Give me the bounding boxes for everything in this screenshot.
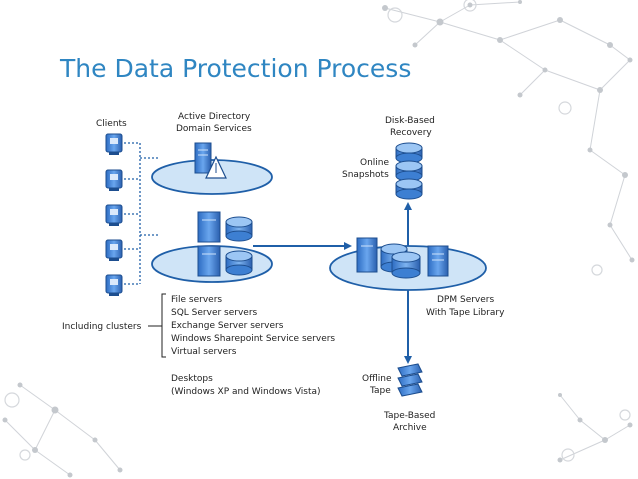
server-list-item: Windows Sharepoint Service servers — [171, 334, 335, 344]
tape-library-icon — [427, 245, 449, 277]
desktops-label-line2: (Windows XP and Windows Vista) — [171, 387, 321, 397]
client-connections — [124, 142, 160, 285]
tape-archive-label-line2: Archive — [393, 423, 427, 433]
dpm-servers-label-line2: With Tape Library — [426, 308, 505, 318]
offline-tape-label: Offline — [362, 374, 392, 384]
client-computer-icon — [105, 169, 123, 191]
client-computer-icon — [105, 204, 123, 226]
online-snapshots-label: Online — [360, 158, 389, 168]
client-computer-icon — [105, 133, 123, 155]
server-list-item: Virtual servers — [171, 347, 237, 357]
disk-recovery-icon — [395, 142, 423, 200]
disk-based-label-line2: Recovery — [390, 128, 432, 138]
disk-based-label: Disk-Based — [385, 116, 435, 126]
tape-archive-label: Tape-Based — [383, 411, 435, 421]
production-server-icon — [197, 211, 221, 277]
offline-tape-label-line2: Tape — [369, 386, 391, 396]
online-snapshots-label-line2: Snapshots — [342, 170, 389, 180]
server-list-bracket — [148, 293, 166, 358]
database-disk-icon — [225, 216, 253, 276]
dpm-disk-stack-icon — [380, 243, 421, 279]
dpm-server-icon — [356, 237, 378, 273]
active-directory-label-line2: Domain Services — [176, 124, 252, 134]
tape-cartridge-icon — [397, 363, 423, 397]
desktops-label: Desktops — [171, 374, 213, 384]
server-list-item: File servers — [171, 295, 222, 305]
server-list-item: SQL Server servers — [171, 308, 258, 318]
client-computer-icon — [105, 274, 123, 296]
dpm-servers-label: DPM Servers — [437, 295, 494, 305]
client-computer-icon — [105, 239, 123, 261]
active-directory-label: Active Directory — [178, 112, 251, 122]
including-clusters-label: Including clusters — [62, 322, 142, 332]
domain-controller-icon — [194, 142, 227, 179]
slide-title: The Data Protection Process — [60, 54, 412, 83]
clients-label: Clients — [96, 119, 127, 129]
server-list-item: Exchange Server servers — [171, 321, 284, 331]
